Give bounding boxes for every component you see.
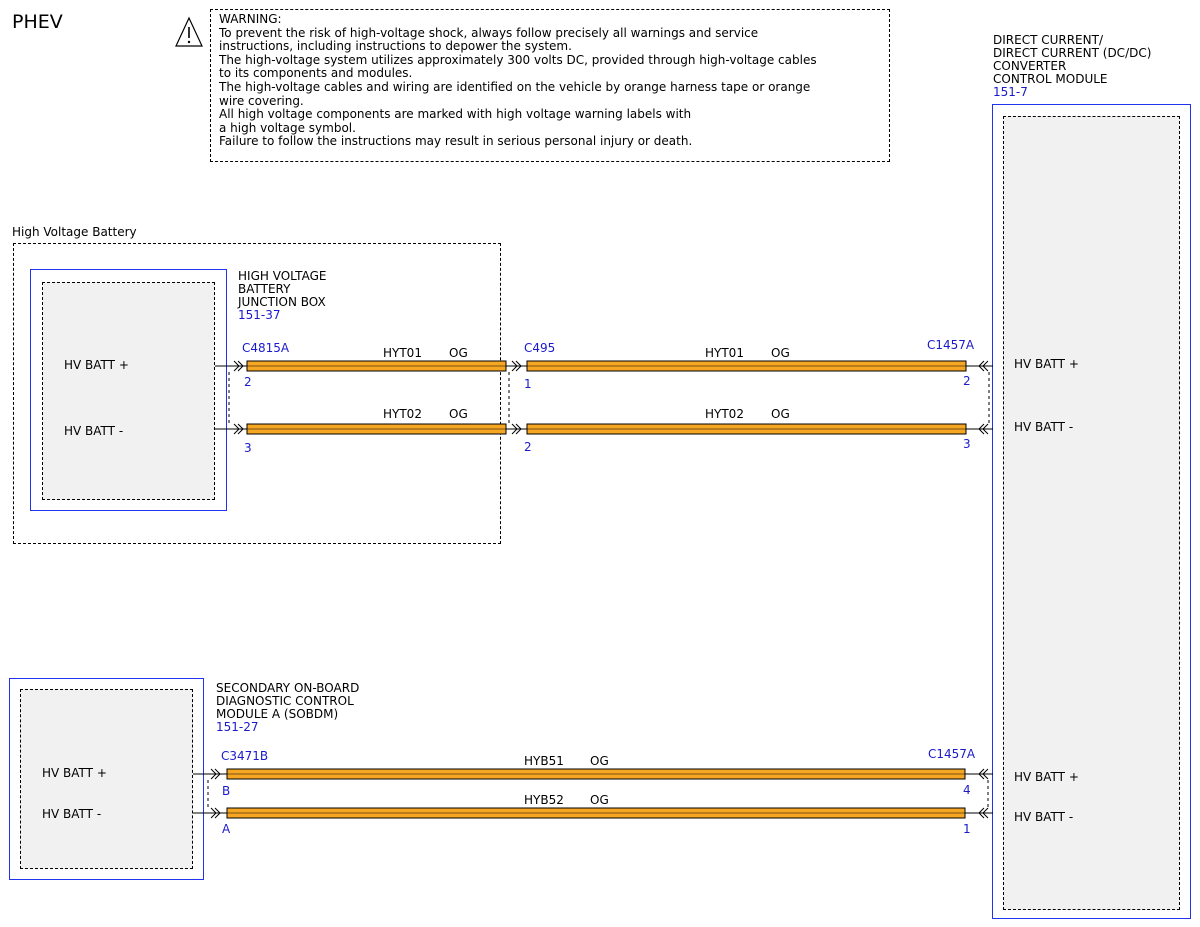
wire-circuit-label: HYB51 (524, 754, 564, 768)
dcdc-pin-hv-plus: HV BATT + (1014, 357, 1079, 371)
junction-box-module (30, 269, 227, 511)
dcdc-name-line: DIRECT CURRENT (DC/DC) (993, 46, 1152, 60)
dcdc-pin-hv-plus: HV BATT + (1014, 770, 1079, 784)
connector-pin: 3 (244, 441, 252, 455)
connector-pin: A (222, 822, 231, 836)
wire-circuit-label: HYT01 (705, 346, 744, 360)
connector-pin: 3 (963, 437, 971, 451)
sobdm-name-line: MODULE A (SOBDM) (216, 707, 339, 721)
warning-line: Failure to follow the instructions may r… (219, 134, 693, 149)
dcdc-ref: 151-7 (993, 85, 1028, 99)
connector-pin: 4 (963, 783, 971, 797)
battery-label: High Voltage Battery (12, 225, 137, 239)
junction-box-pin-hv-minus: HV BATT - (64, 424, 124, 438)
wire-circuit-label: HYT02 (705, 407, 744, 421)
warning-line: To prevent the risk of high-voltage shoc… (219, 25, 759, 40)
connector-c495: C495 (524, 341, 556, 355)
junction-box-name-line: HIGH VOLTAGE (238, 269, 327, 283)
sobdm-module (9, 678, 204, 880)
warning-box: WARNING: To prevent the risk of high-vol… (210, 9, 890, 162)
connector-c3471b: C3471B (221, 749, 269, 763)
warning-line: wire covering. (219, 93, 304, 108)
wire-color-label: OG (449, 407, 468, 421)
wire-color-label: OG (590, 793, 609, 807)
dcdc-name-line: DIRECT CURRENT/ (993, 33, 1103, 47)
sobdm-module-inner (20, 689, 193, 869)
sobdm-name-line: DIAGNOSTIC CONTROL (216, 694, 354, 708)
dcdc-name-line: CONVERTER (993, 59, 1067, 73)
dcdc-module-inner (1003, 116, 1180, 910)
warning-line: a high voltage symbol. (219, 120, 356, 135)
connector-c1457a: C1457A (928, 747, 976, 761)
junction-box-pin-hv-plus: HV BATT + (64, 358, 129, 372)
wire-circuit-label: HYB52 (524, 793, 564, 807)
connector-pin: 2 (963, 374, 971, 388)
connector-pin: 1 (524, 377, 532, 391)
warning-line: WARNING: (219, 12, 282, 26)
wire-circuit-label: HYT02 (383, 407, 422, 421)
wire-color-label: OG (771, 346, 790, 360)
page-title: PHEV (12, 11, 63, 33)
connector-c1457a: C1457A (927, 338, 975, 352)
connector-pin: B (222, 784, 231, 798)
dcdc-name-line: CONTROL MODULE (993, 72, 1108, 86)
wire-color-label: OG (771, 407, 790, 421)
junction-box-name-line: BATTERY (238, 282, 291, 296)
junction-box-module-inner (42, 282, 215, 500)
dcdc-module (992, 104, 1191, 919)
connector-pin: 2 (524, 440, 532, 454)
connector-c4815a: C4815A (242, 341, 290, 355)
connector-pin: 1 (963, 822, 971, 836)
battery-outline (13, 243, 501, 544)
dcdc-pin-hv-minus: HV BATT - (1014, 810, 1074, 824)
warning-line: instructions, including instructions to … (219, 39, 572, 54)
warning-line: to its components and modules. (219, 66, 413, 81)
junction-box-ref: 151-37 (238, 308, 281, 322)
wire-circuit-label: HYT01 (383, 346, 422, 360)
wire-color-label: OG (449, 346, 468, 360)
warning-line: The high-voltage system utilizes approxi… (219, 52, 817, 67)
dcdc-pin-hv-minus: HV BATT - (1014, 420, 1074, 434)
sobdm-ref: 151-27 (216, 720, 259, 734)
sobdm-pin-hv-plus: HV BATT + (42, 766, 107, 780)
junction-box-name-line: JUNCTION BOX (238, 295, 326, 309)
sobdm-pin-hv-minus: HV BATT - (42, 807, 102, 821)
sobdm-name-line: SECONDARY ON-BOARD (216, 681, 360, 695)
warning-line: All high voltage components are marked w… (219, 107, 692, 122)
wire-color-label: OG (590, 754, 609, 768)
connector-pin: 2 (244, 375, 252, 389)
warning-line: The high-voltage cables and wiring are i… (219, 79, 811, 94)
